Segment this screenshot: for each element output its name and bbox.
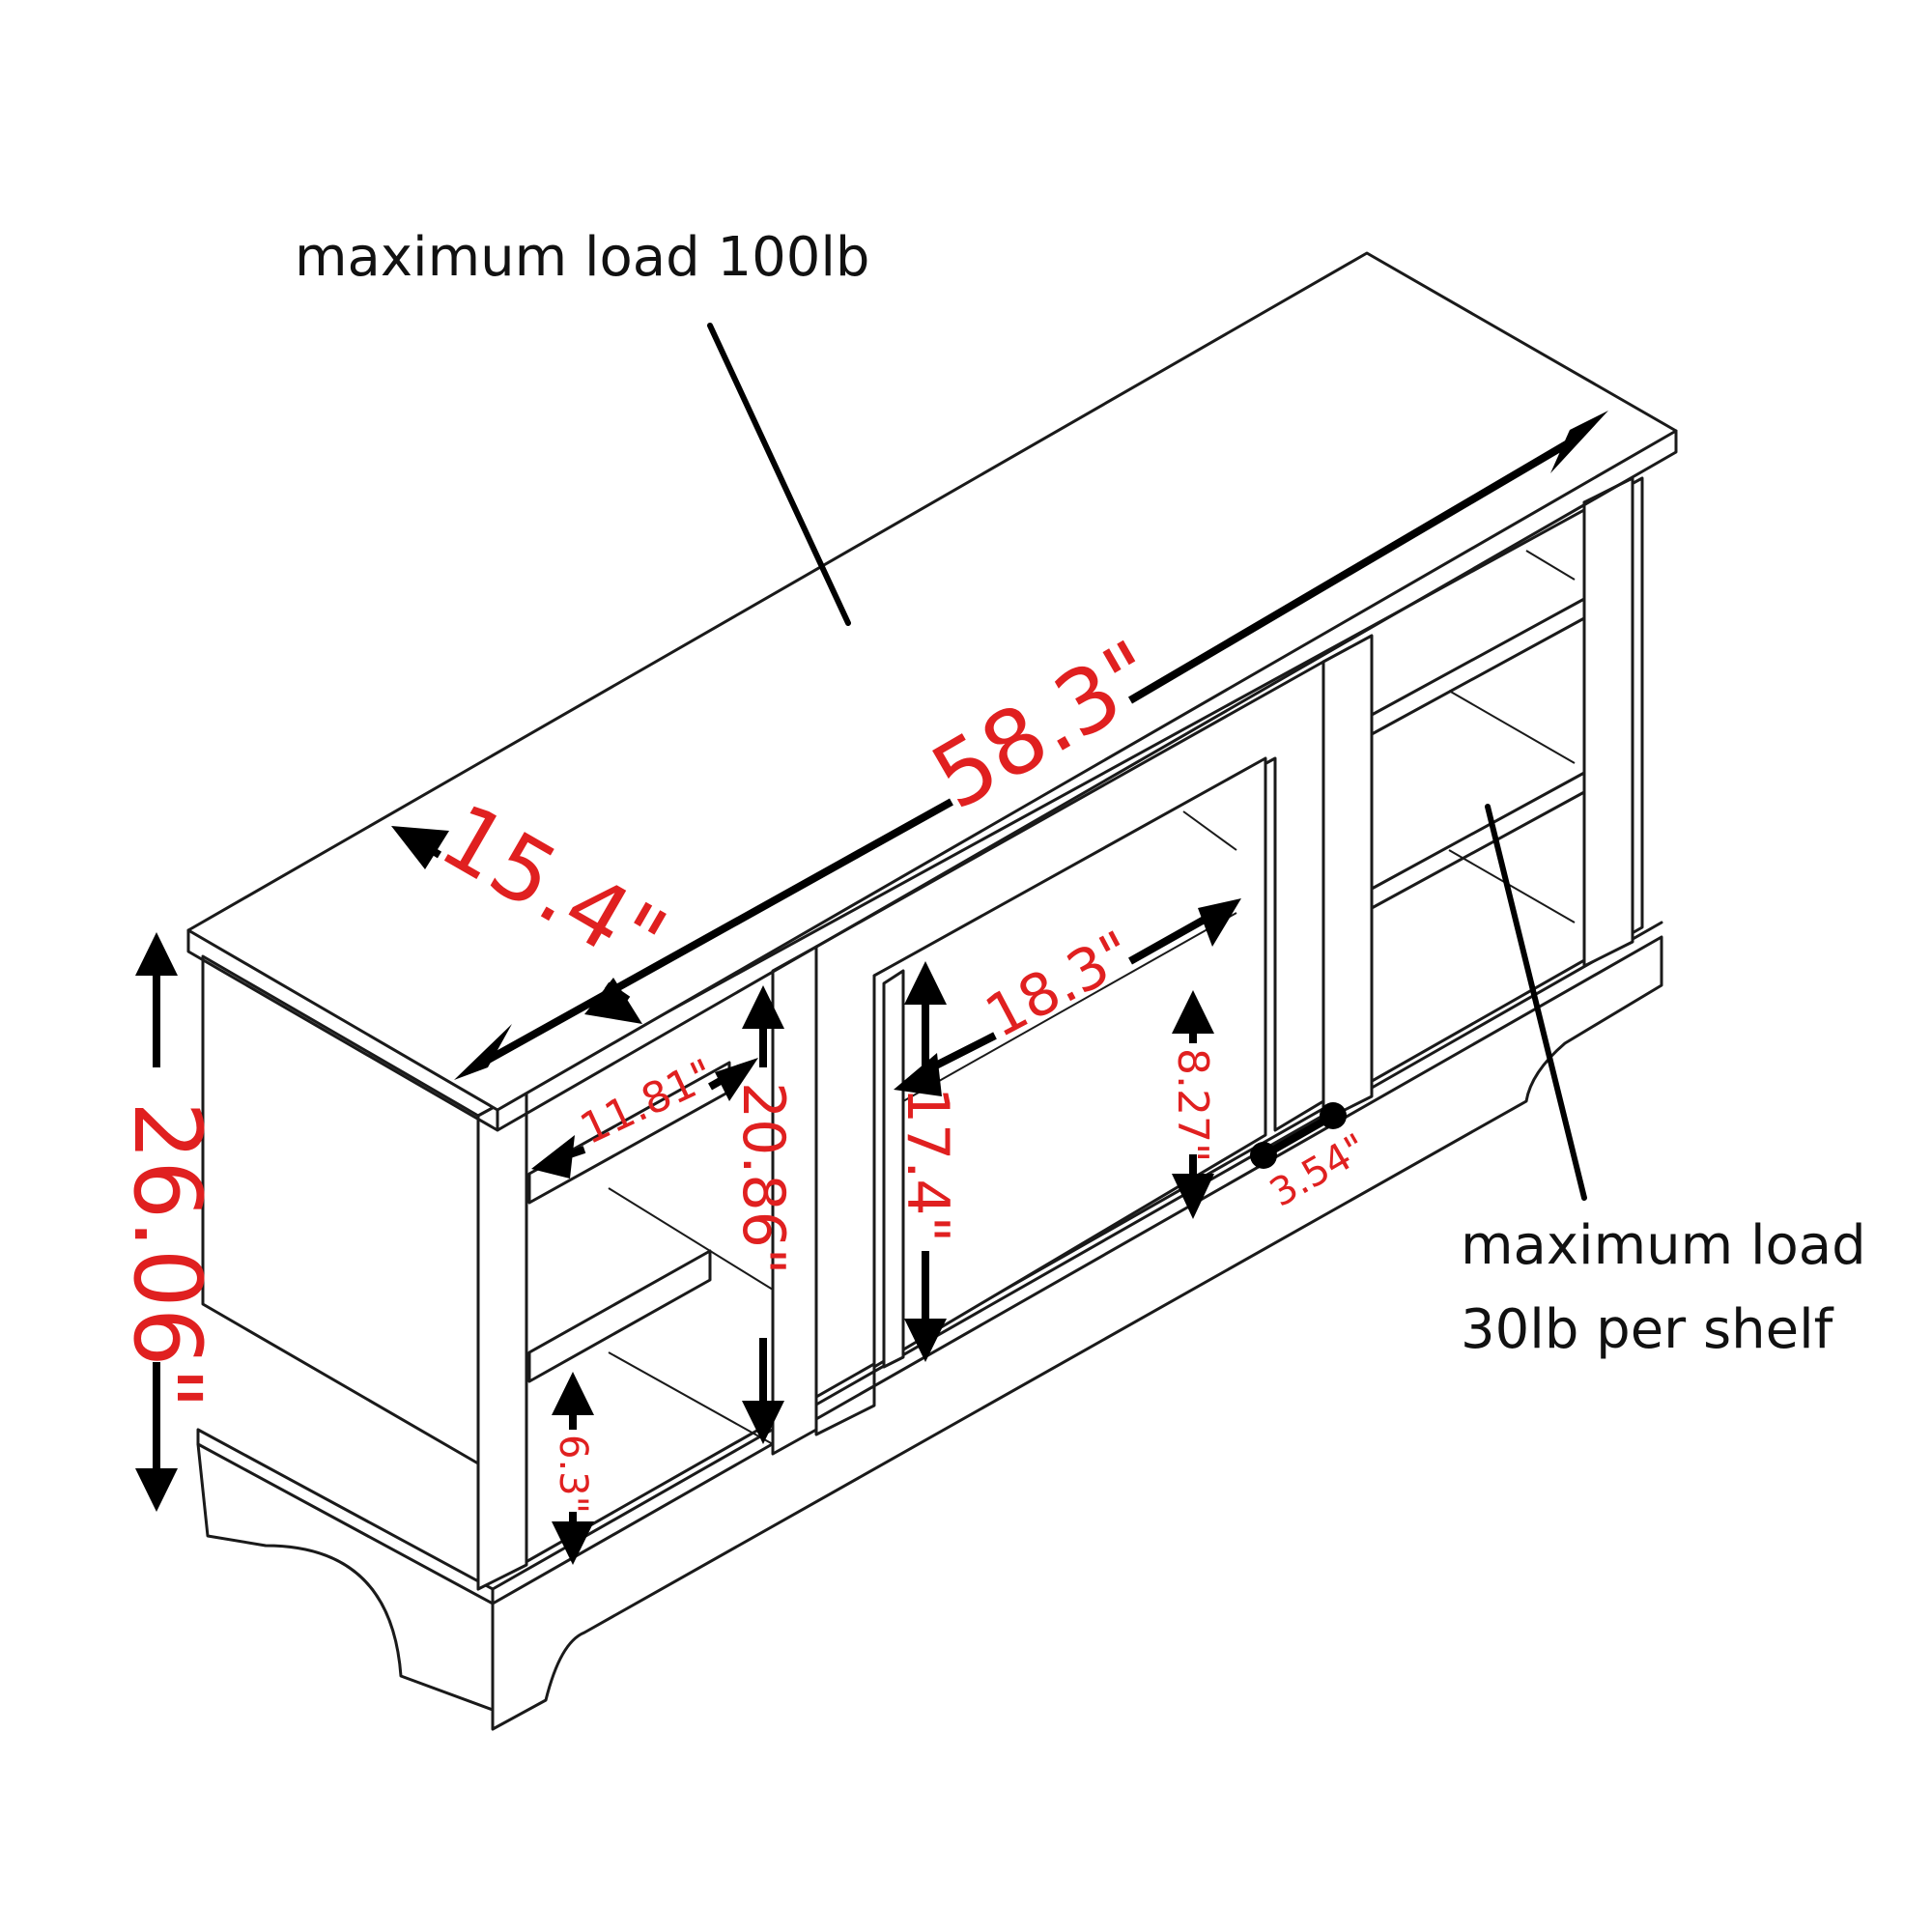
dimension-graphics [135, 323, 1608, 1565]
right-cabinet-back [1448, 550, 1576, 923]
opening-height-arrow-bottom [1172, 1174, 1214, 1219]
bottom-clearance-arrow-top [552, 1372, 594, 1415]
fireplace-opening [872, 756, 1267, 1369]
front-base [491, 935, 1663, 1731]
right-front-post [1582, 476, 1634, 968]
shelf-load-leader [1485, 804, 1587, 1201]
shelf-depth-arrow-right [715, 1058, 758, 1101]
height-arrow-bottom [135, 1468, 178, 1512]
fireplace-height-arrow-bottom [904, 1319, 947, 1362]
top-edge [186, 429, 1678, 1132]
leg-gap-end-right [1320, 1102, 1347, 1129]
opening-height-label: 8.27" [1168, 1048, 1217, 1162]
fireplace-height-arrow-top [904, 961, 947, 1005]
width-dim-line-a [481, 798, 953, 1066]
fireplace-height-label: 17.4" [894, 1087, 961, 1242]
width-dim-line-b [1127, 436, 1577, 704]
shelf-load-note-line2: 30lb per shelf [1461, 1298, 1834, 1361]
height-arrow-top [135, 932, 178, 976]
right-divider-post [1321, 634, 1374, 1122]
cabinet-height-arrow-top [742, 985, 784, 1029]
height-label: 26.06" [113, 1101, 221, 1409]
fireplace-width-arrow-right [1198, 898, 1241, 947]
fireplace-back [902, 810, 1237, 1102]
left-base [196, 1442, 495, 1712]
fireplace-inner-trim [882, 969, 905, 1369]
bottom-clearance-arrow-bottom [552, 1521, 594, 1565]
fireplace-width-dim-line-b [1128, 914, 1209, 965]
left-cabinet-back [608, 1187, 774, 1445]
top-load-note: maximum load 100lb [295, 226, 869, 289]
cabinet-height-arrow-bottom [742, 1401, 784, 1444]
left-front-post [476, 1088, 528, 1591]
width-arrow-left [454, 1024, 512, 1080]
depth-arrow-bottom [584, 978, 642, 1024]
width-arrow-right [1550, 411, 1608, 473]
left-shelf-lower [527, 1249, 712, 1383]
base-top-lip [196, 921, 1663, 1605]
depth-arrow-top [391, 826, 449, 869]
shelf-depth-arrow-left [531, 1135, 575, 1179]
top-load-leader [707, 323, 851, 626]
opening-height-arrow-top [1172, 990, 1214, 1034]
leg-gap-end-left [1250, 1142, 1277, 1169]
cabinet-height-label: 20.86" [729, 1082, 797, 1274]
tv-stand-drawing [186, 251, 1678, 1731]
fireplace-width-arrow-left [894, 1053, 942, 1096]
shelf-load-note-line1: maximum load [1461, 1214, 1866, 1277]
bottom-clearance-label: 6.3" [551, 1435, 595, 1514]
